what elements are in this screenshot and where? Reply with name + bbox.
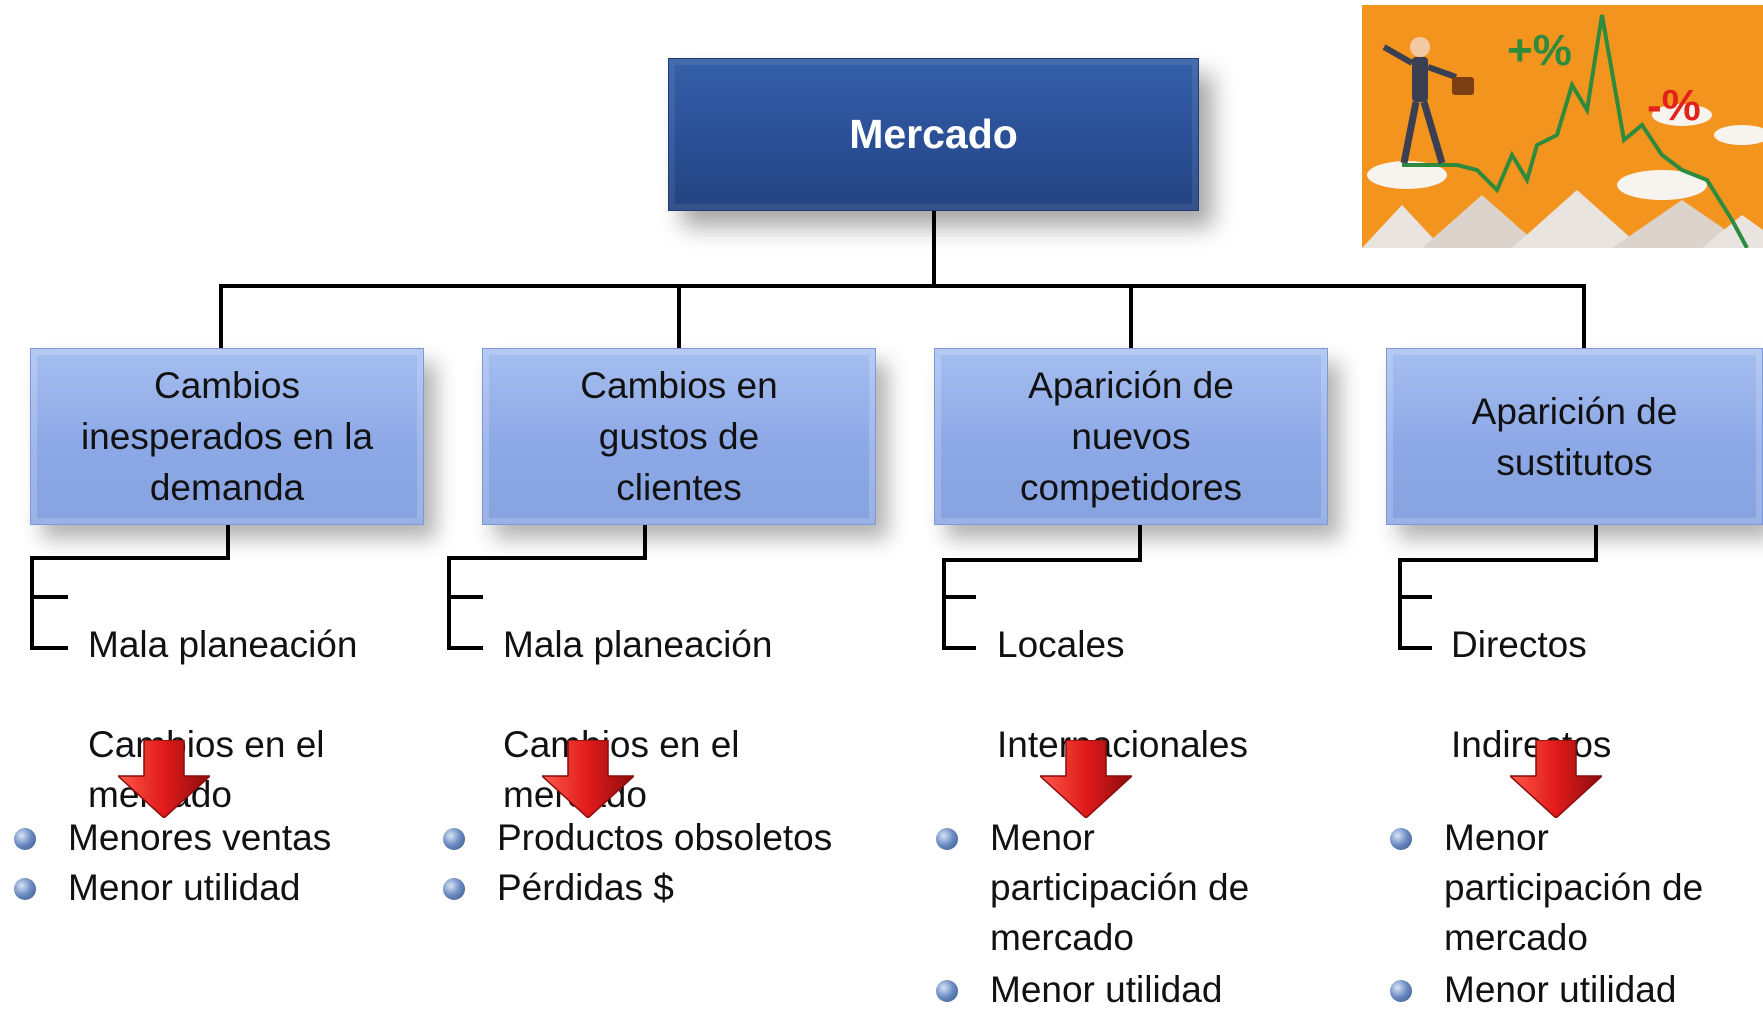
mountain-shape: [1512, 190, 1642, 248]
effect-list-3: Menor participación de mercado Menor uti…: [936, 813, 1250, 1015]
branch-node-competitors: Aparición de nuevos competidores: [934, 348, 1328, 525]
bracket-1: [30, 525, 230, 650]
branch-node-tastes: Cambios en gustos de clientes: [482, 348, 876, 525]
bullet-icon: [14, 828, 36, 850]
branch-node-demand: Cambios inesperados en la demanda: [30, 348, 424, 525]
person-leg: [1420, 101, 1446, 164]
bullet-icon: [443, 828, 465, 850]
effect-list-2: Productos obsoletos Pérdidas $: [443, 813, 833, 913]
plus-percent-label: +%: [1507, 26, 1572, 75]
illustration-graphic: +% -%: [1362, 14, 1763, 248]
root-label: Mercado: [849, 111, 1018, 157]
effect-text: Menor utilidad: [1444, 969, 1677, 1010]
bracket-2: [447, 525, 647, 650]
cause-item: Internacionales: [997, 724, 1248, 765]
cloud-shape: [1367, 161, 1447, 189]
effect-item: Pérdidas $: [443, 863, 832, 913]
market-illustration: +% -%: [1362, 5, 1763, 248]
branch-node-substitutes: Aparición de sustitutos: [1386, 348, 1763, 525]
effect-item: Menor utilidad: [1390, 965, 1703, 1015]
cloud-shape: [1652, 104, 1712, 126]
effect-text: Menores ventas: [68, 817, 332, 858]
person-arm: [1382, 44, 1414, 66]
cloud-shape: [1714, 125, 1763, 145]
cause-list-3: Locales Internacionales: [997, 570, 1248, 820]
bullet-icon: [1390, 980, 1412, 1002]
trend-line: [1402, 14, 1749, 248]
mountain-shape: [1422, 195, 1542, 248]
mountain-shape: [1362, 205, 1442, 248]
effect-item: Menor utilidad: [14, 863, 331, 913]
effect-text: Menor utilidad: [68, 867, 301, 908]
down-arrow-icon: [1040, 740, 1132, 818]
cause-item: Directos: [1451, 624, 1587, 665]
effect-text: Menor participación de mercado: [1444, 817, 1704, 958]
root-node: Mercado: [668, 58, 1199, 211]
effect-item: Menores ventas: [14, 813, 332, 863]
bracket-3: [942, 525, 1142, 650]
effect-text: Menor participación de mercado: [990, 817, 1250, 958]
branch-title: Aparición de sustitutos: [1471, 390, 1678, 483]
cause-list-4: Directos Indirectos: [1451, 570, 1611, 820]
effect-text: Productos obsoletos: [497, 817, 833, 858]
bracket-4: [1398, 525, 1598, 650]
briefcase-icon: [1452, 77, 1474, 95]
person-head: [1410, 37, 1430, 57]
down-arrow-icon: [118, 740, 210, 818]
effect-list-4: Menor participación de mercado Menor uti…: [1390, 813, 1704, 1015]
effect-item: Menor utilidad: [936, 965, 1249, 1015]
mountain-shape: [1702, 215, 1763, 248]
bullet-icon: [1390, 828, 1412, 850]
bullet-icon: [443, 878, 465, 900]
effect-list-1: Menores ventas Menor utilidad: [14, 813, 332, 913]
cause-list-2: Mala planeación Cambios en el mercado: [503, 570, 772, 870]
bullet-icon: [936, 828, 958, 850]
effect-item: Productos obsoletos: [443, 813, 833, 863]
branch-title: Aparición de nuevos competidores: [1019, 365, 1243, 508]
cause-item: Mala planeación: [88, 624, 358, 665]
effect-item: Menor participación de mercado: [936, 813, 1250, 963]
cloud-shape: [1617, 170, 1707, 200]
person-body: [1412, 57, 1428, 102]
effect-text: Pérdidas $: [497, 867, 674, 908]
cause-item: Mala planeación: [503, 624, 773, 665]
branch-title: Cambios en gustos de clientes: [580, 365, 778, 508]
bullet-icon: [936, 980, 958, 1002]
cause-item: Locales: [997, 624, 1125, 665]
branch-title: Cambios inesperados en la demanda: [80, 365, 374, 508]
person-arm: [1426, 64, 1458, 80]
person-leg: [1400, 101, 1420, 164]
bullet-icon: [14, 878, 36, 900]
down-arrow-icon: [542, 740, 634, 818]
effect-text: Menor utilidad: [990, 969, 1223, 1010]
minus-percent-label: -%: [1647, 81, 1701, 130]
down-arrow-icon: [1510, 740, 1602, 818]
effect-item: Menor participación de mercado: [1390, 813, 1704, 963]
cause-item: Indirectos: [1451, 724, 1612, 765]
